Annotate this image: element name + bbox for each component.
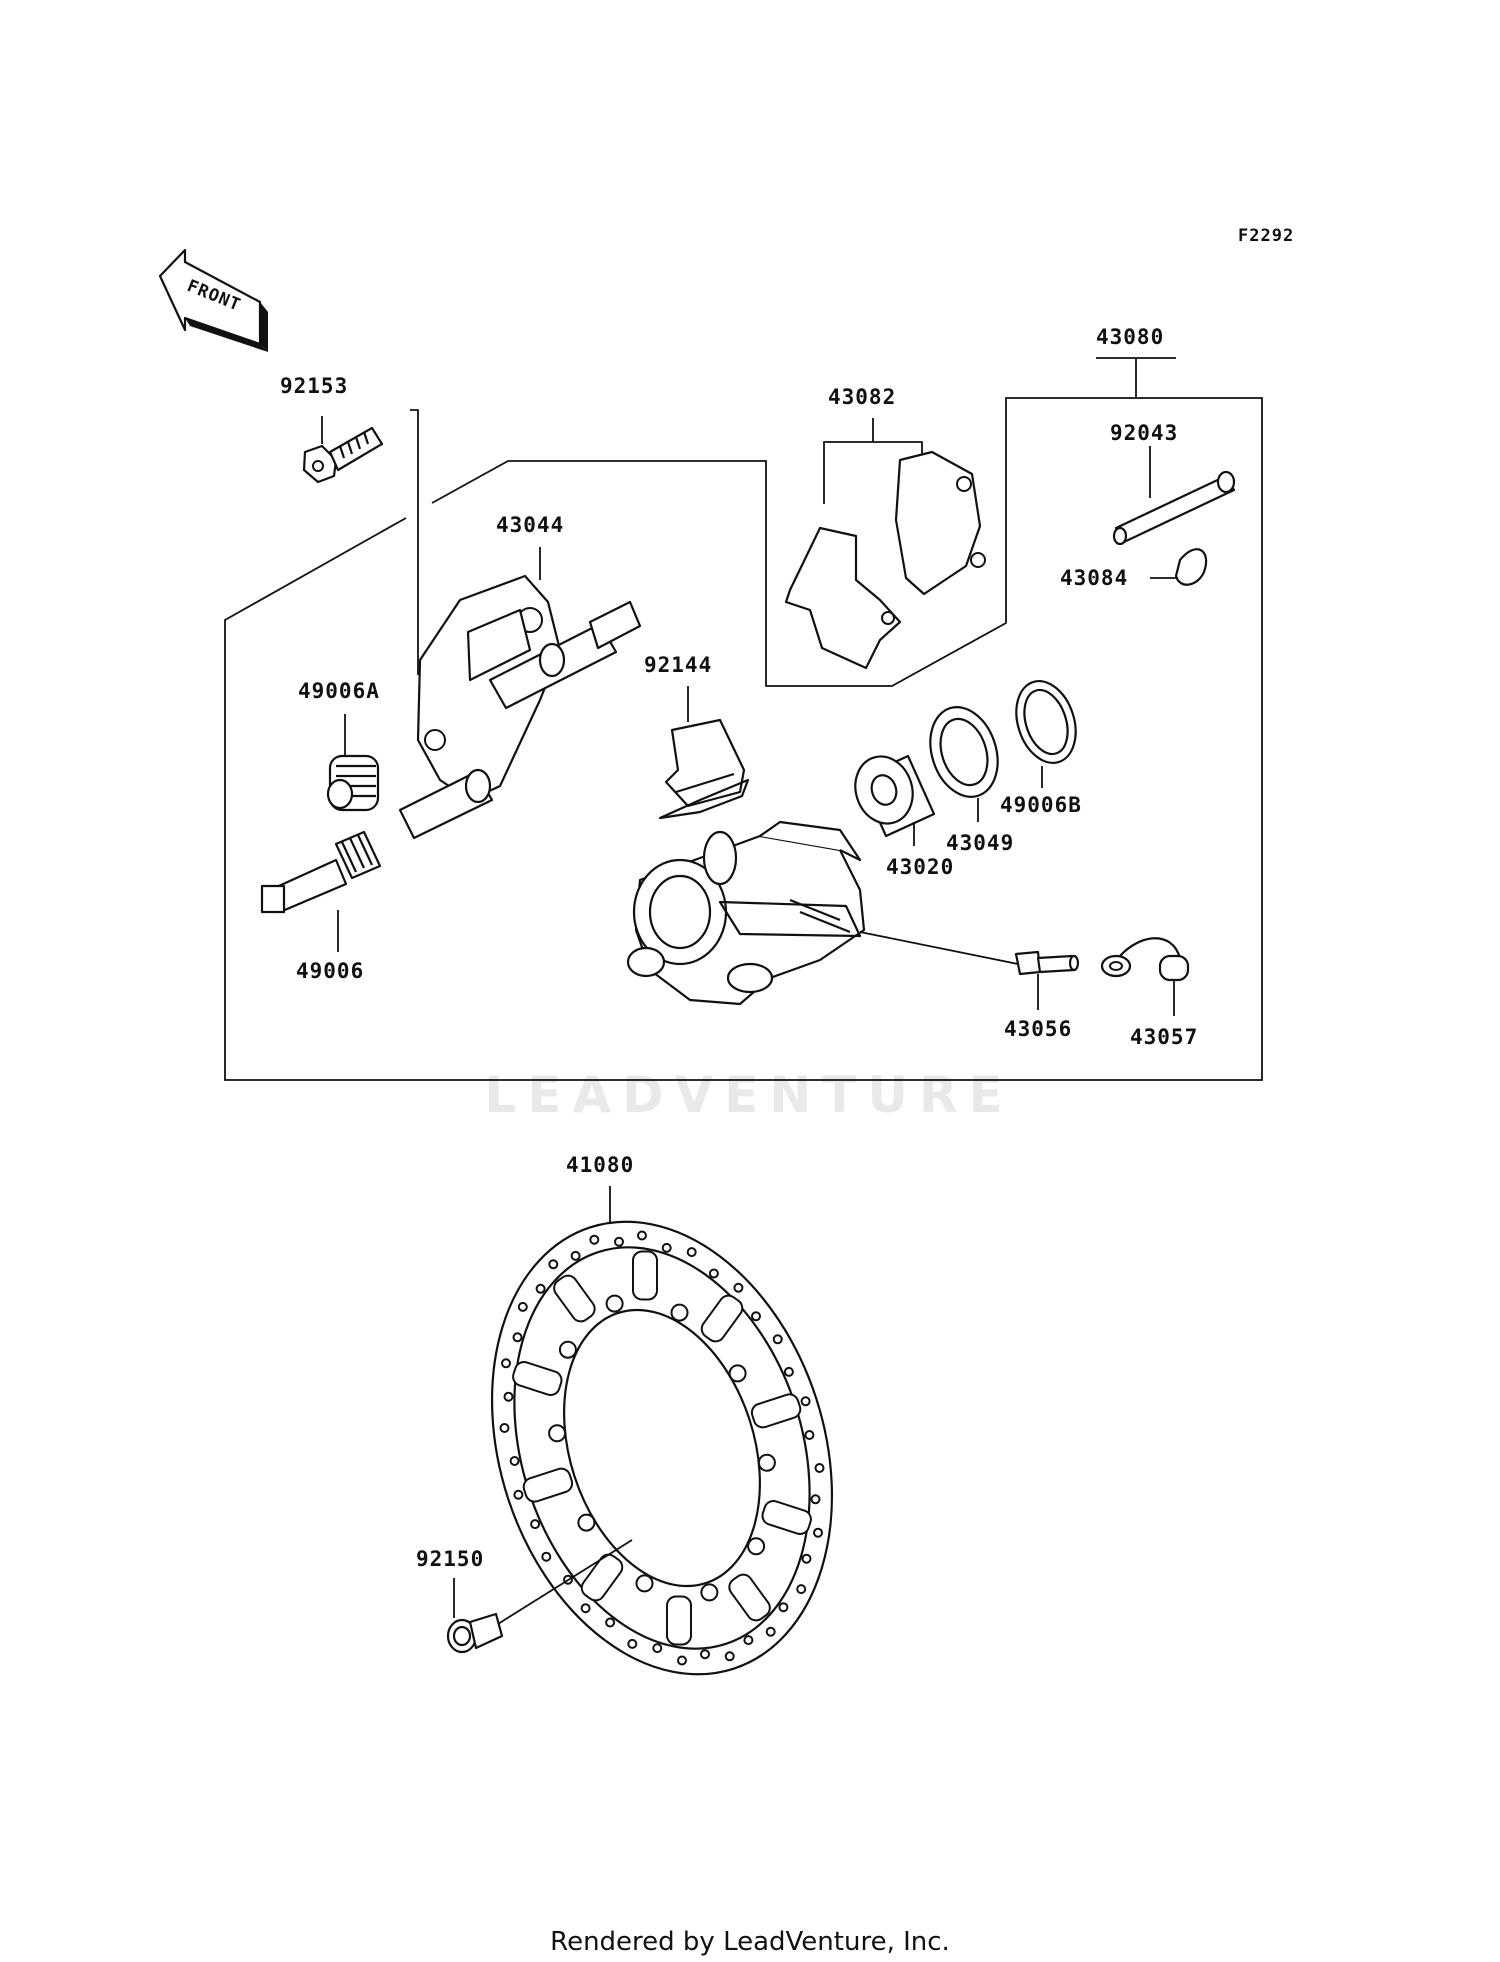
disc-vent-hole	[810, 1494, 821, 1505]
disc-vent-hole	[548, 1259, 559, 1270]
disc-vent-hole	[509, 1456, 520, 1466]
disc-vent-hole	[530, 1519, 541, 1530]
disc-vent-hole	[614, 1236, 624, 1247]
disc-mount-hole	[635, 1574, 654, 1593]
label-43044: 43044	[496, 513, 564, 537]
disc-vent-hole	[708, 1268, 719, 1279]
disc-vent-hole	[503, 1391, 514, 1402]
bracket-43044	[398, 547, 642, 840]
disc-mount-hole	[558, 1340, 577, 1359]
disc-spoke-slot	[761, 1500, 812, 1535]
boot-49006A	[326, 714, 380, 812]
slide-pin-49006	[260, 830, 382, 952]
watermark: LEADVENTURE	[484, 1066, 1013, 1124]
label-49006A: 49006A	[298, 679, 380, 703]
disc-vent-hole	[512, 1332, 523, 1343]
disc-vent-hole	[765, 1626, 776, 1637]
brake-pads-43082	[784, 450, 986, 670]
disc-vent-hole	[661, 1242, 672, 1253]
disc-spoke-slot	[512, 1361, 563, 1396]
disc-vent-hole	[627, 1638, 638, 1649]
disc-vent-hole	[589, 1234, 600, 1245]
disc-spoke-slot	[666, 1595, 692, 1646]
disc-slots	[512, 1250, 812, 1646]
label-43082: 43082	[828, 385, 896, 409]
disc-vent-hole	[637, 1230, 647, 1241]
disc-vent-hole	[772, 1334, 783, 1345]
disc-vent-hole	[686, 1247, 697, 1258]
label-43057: 43057	[1130, 1025, 1198, 1049]
disc-vent-hole	[813, 1527, 823, 1538]
disc-spoke-slot	[553, 1274, 596, 1323]
disc-vent-hole	[499, 1423, 510, 1433]
disc-vent-hole	[751, 1311, 761, 1322]
disc-mount-hole	[747, 1537, 766, 1556]
disc-mount-hole	[670, 1303, 689, 1322]
disc-vent-hole	[580, 1603, 591, 1614]
disc-mount-hole	[700, 1583, 719, 1602]
disc-vent-hole	[605, 1617, 616, 1628]
piston-43020	[854, 754, 936, 846]
label-43056: 43056	[1004, 1017, 1072, 1041]
disc-spoke-slot	[750, 1393, 802, 1429]
label-41080: 41080	[566, 1153, 634, 1177]
bolt-92153	[302, 416, 384, 484]
clip-43084	[1150, 548, 1208, 586]
disc-vent-hole	[652, 1643, 663, 1654]
disc-mount-hole	[577, 1513, 596, 1532]
disc-spoke-slot	[700, 1294, 744, 1343]
label-92144: 92144	[644, 653, 712, 677]
pin-92043	[1112, 446, 1236, 546]
bolt-92150	[446, 1539, 633, 1654]
disc-vent-hole	[513, 1489, 524, 1500]
disc-vent-hole	[501, 1358, 511, 1369]
caliper-body	[626, 820, 866, 1006]
part-labels: 43080 43082 92043 43084 92153 43044 9214…	[280, 325, 1198, 1571]
disc-vent-hole	[743, 1635, 754, 1646]
disc-vent-hole	[677, 1655, 687, 1666]
figure-code: F2292	[1238, 226, 1294, 246]
label-43080: 43080	[1096, 325, 1164, 349]
label-92153: 92153	[280, 374, 348, 398]
disc-vent-hole	[700, 1649, 710, 1660]
label-92150: 92150	[416, 1547, 484, 1571]
disc-vent-hole	[535, 1283, 546, 1294]
disc-spoke-slot	[580, 1553, 624, 1602]
spring-clip-92144	[658, 686, 750, 820]
disc-spoke-slot	[632, 1250, 658, 1301]
disc-vent-hole	[724, 1651, 735, 1662]
label-43049: 43049	[946, 831, 1014, 855]
disc-vent-hole	[541, 1551, 552, 1562]
disc-mount-hole	[605, 1294, 624, 1313]
disc-vent-hole	[517, 1301, 528, 1312]
label-92043: 92043	[1110, 421, 1178, 445]
disc-spoke-slot	[522, 1467, 574, 1503]
disc-vent-hole	[733, 1282, 744, 1293]
disc-mount-hole	[728, 1364, 747, 1383]
disc-vent-hole	[778, 1602, 789, 1613]
disc-vent-hole	[783, 1366, 794, 1377]
label-49006B: 49006B	[1000, 793, 1082, 817]
bleeder-valve-43056	[859, 931, 1080, 1010]
disc-vent-hole	[801, 1553, 812, 1564]
disc-vent-hole	[804, 1430, 815, 1440]
disc-mount-hole	[548, 1424, 567, 1443]
label-43020: 43020	[886, 855, 954, 879]
disc-vent-hole	[796, 1584, 807, 1595]
label-49006: 49006	[296, 959, 364, 983]
ring-49006B	[1015, 680, 1077, 788]
footer-credit: Rendered by LeadVenture, Inc.	[550, 1927, 950, 1957]
disc-vent-hole	[570, 1250, 581, 1261]
disc-vent-hole	[814, 1463, 825, 1473]
label-43084: 43084	[1060, 566, 1128, 590]
disc-vent-hole	[800, 1396, 811, 1407]
front-arrow-icon: FRONT	[158, 248, 268, 352]
cap-43057	[1100, 937, 1190, 1016]
disc-spoke-slot	[728, 1573, 771, 1622]
disc-mount-hole	[757, 1453, 776, 1472]
brake-disc-41080	[490, 1186, 834, 1676]
seal-43049	[929, 706, 999, 822]
